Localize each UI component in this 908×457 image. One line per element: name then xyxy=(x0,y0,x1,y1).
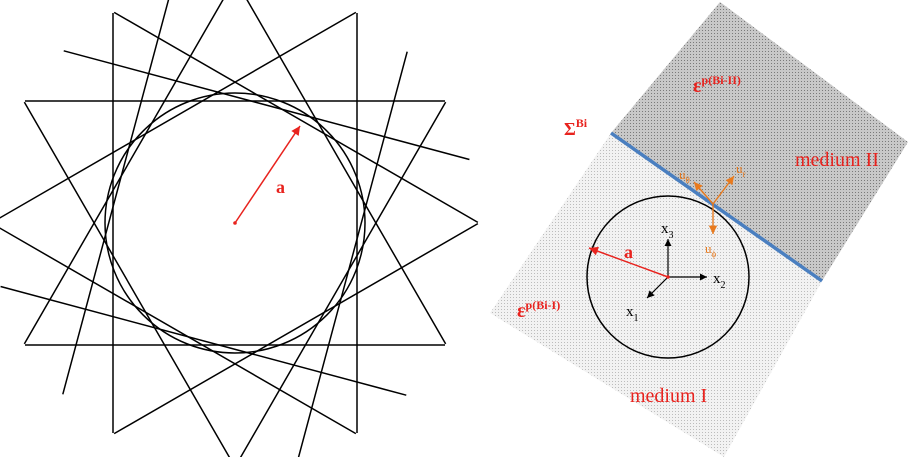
epsilon-medium-II-label: εp(Bi-II) xyxy=(693,73,741,97)
tangent-line-star xyxy=(0,0,479,457)
u-r-label: ur xyxy=(736,161,746,179)
x1-axis xyxy=(646,276,669,299)
tangent-line xyxy=(23,0,224,345)
radius-arrow-right xyxy=(588,246,669,278)
interface-line xyxy=(609,131,824,283)
x2-label: x2 xyxy=(713,271,726,291)
radius-label-right: a xyxy=(624,242,633,262)
center-dot-right xyxy=(666,275,670,279)
medium-I-label: medium I xyxy=(630,385,707,407)
tangent-line xyxy=(23,101,231,457)
tangent-line xyxy=(62,0,170,395)
medium-II-label: medium II xyxy=(795,149,879,171)
radius-label-left: a xyxy=(276,177,285,197)
u-theta-arrow xyxy=(693,181,714,205)
tangent-line xyxy=(246,0,447,345)
right-figure: ΣBi εp(Bi-II) εp(Bi-I) medium II medium … xyxy=(490,2,908,457)
center-dot-left xyxy=(233,221,237,225)
medium-II-region xyxy=(611,2,908,281)
tangent-line xyxy=(0,227,357,435)
epsilon-medium-I-label: εp(Bi-I) xyxy=(517,298,560,322)
tangent-line xyxy=(113,223,479,435)
x3-label: x3 xyxy=(661,221,674,241)
tangent-line xyxy=(297,51,408,457)
u-phi-label: uϕ xyxy=(705,241,717,259)
u-theta-label: uθ xyxy=(679,167,690,185)
tangent-line xyxy=(0,285,407,396)
radius-arrow-left xyxy=(234,125,301,224)
tangent-line xyxy=(0,11,357,219)
inclusion-circle-right xyxy=(586,195,750,359)
tangent-line xyxy=(239,101,447,457)
medium-I-region xyxy=(490,133,822,457)
inclusion-circle-left xyxy=(104,92,366,354)
sigma-label: ΣBi xyxy=(564,116,588,139)
tangent-line xyxy=(63,50,470,161)
u-r-arrow xyxy=(712,175,735,205)
tangent-line xyxy=(113,11,479,223)
x1-label: x1 xyxy=(626,304,639,324)
left-figure: a xyxy=(0,0,479,457)
